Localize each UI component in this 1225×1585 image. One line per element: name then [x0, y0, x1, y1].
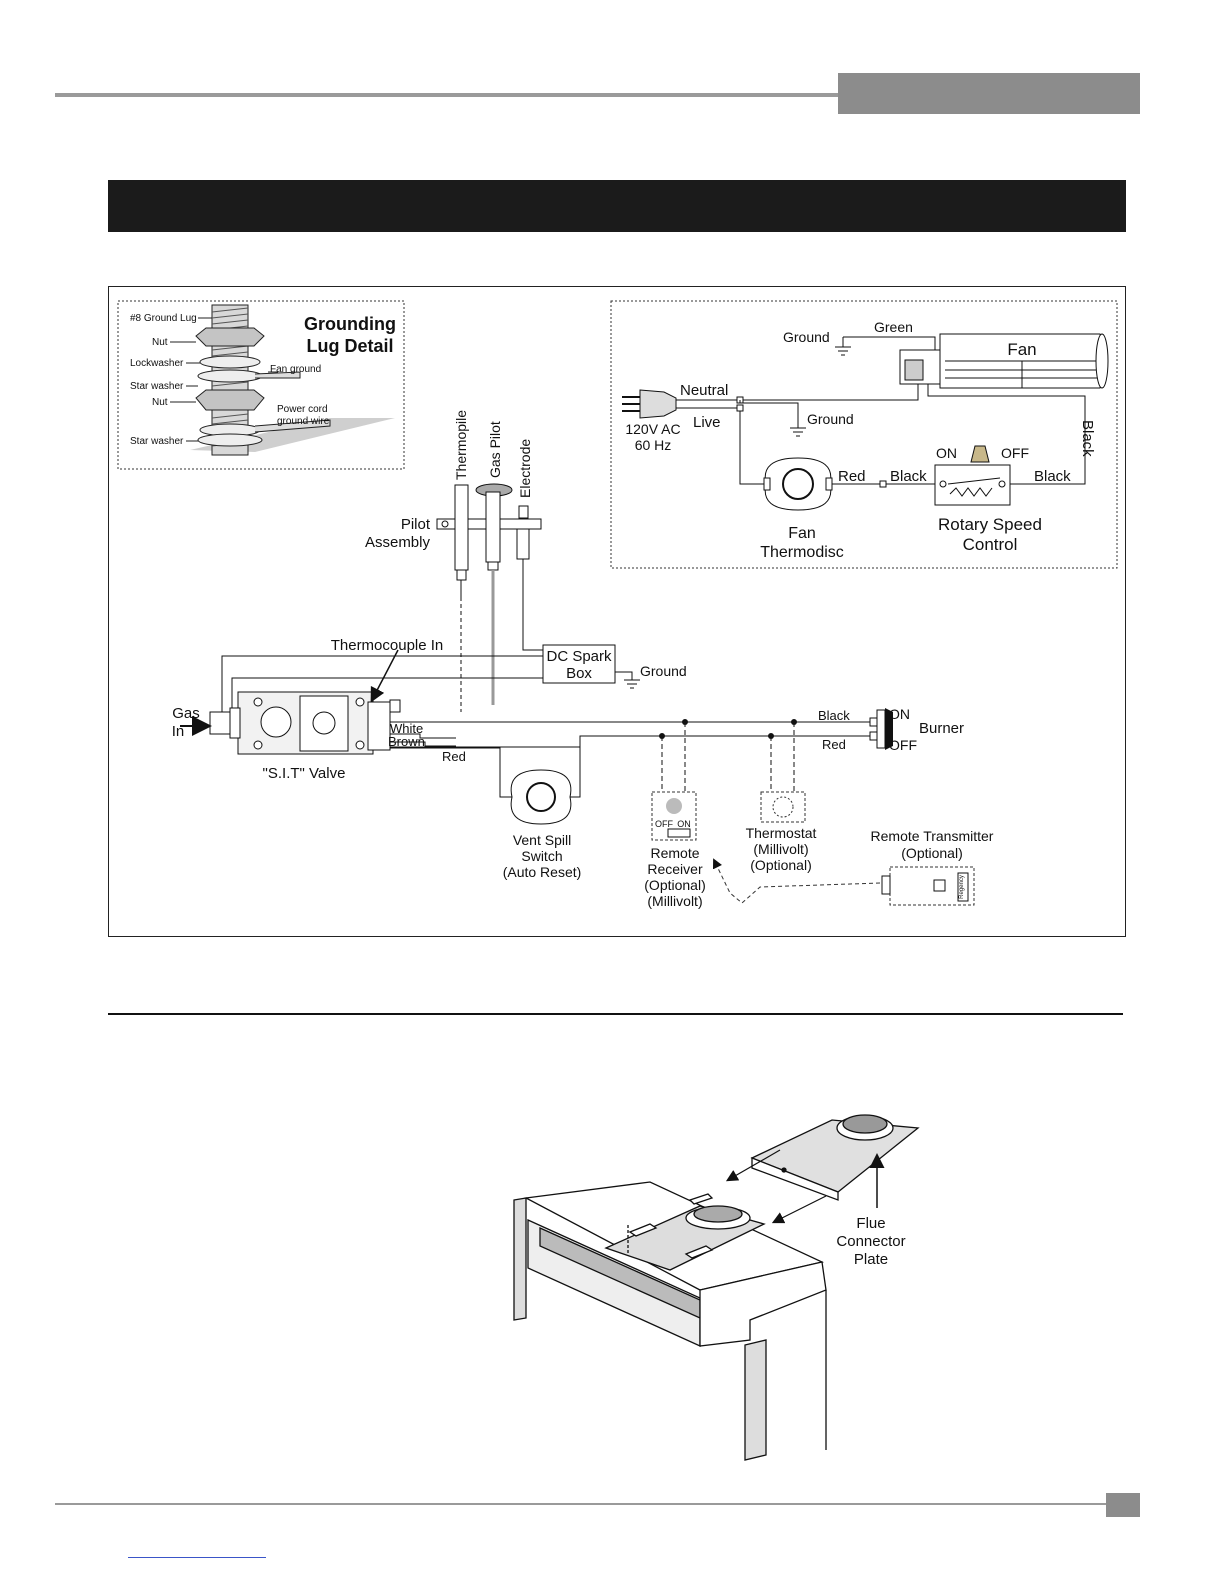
- label-ground-lug: #8 Ground Lug: [130, 313, 197, 324]
- label-neutral: Neutral: [680, 382, 728, 399]
- section-separator: [108, 1013, 1123, 1015]
- thermostat-icon: [760, 791, 806, 823]
- grounding-lug-detail: #8 Ground Lug Nut Lockwasher Fan ground …: [117, 300, 405, 470]
- label-power-cord-1: Power cord: [277, 404, 328, 415]
- fan-icon: [899, 333, 1109, 389]
- label-black-1: Black: [890, 468, 927, 485]
- label-thermocouple-in: Thermocouple In: [331, 637, 444, 654]
- label-thermostat-2: (Millivolt): [753, 841, 808, 857]
- label-lockwasher: Lockwasher: [130, 358, 184, 369]
- label-nut-1: Nut: [152, 337, 168, 348]
- label-star-washer-2: Star washer: [130, 436, 184, 447]
- label-receiver-off: OFF: [655, 819, 673, 829]
- label-burner-off: OFF: [889, 737, 917, 753]
- label-receiver-3: (Optional): [644, 877, 705, 893]
- grounding-lug-title-2: Lug Detail: [306, 336, 393, 356]
- label-off-fan: OFF: [1001, 445, 1029, 461]
- label-black-burner: Black: [818, 708, 850, 723]
- label-gas-2: In: [172, 723, 185, 740]
- footer-link-underline: [128, 1557, 266, 1558]
- footer-rule: [55, 1503, 1108, 1505]
- label-thermodisc-2: Thermodisc: [760, 544, 844, 561]
- label-thermodisc-1: Fan: [788, 525, 816, 542]
- label-red-fan: Red: [838, 468, 866, 485]
- section-title-bar: [108, 180, 1126, 232]
- label-gas-pilot: Gas Pilot: [487, 421, 503, 478]
- label-receiver-1: Remote: [650, 845, 699, 861]
- label-power-cord-2: ground wire: [277, 416, 330, 427]
- rotary-speed-control-icon: [934, 445, 1011, 506]
- label-thermopile: Thermopile: [453, 410, 469, 480]
- label-burner-on: ON: [889, 706, 910, 722]
- label-rotary-1: Rotary Speed: [938, 515, 1042, 534]
- label-pilot-1: Pilot: [401, 516, 431, 533]
- label-transmitter-2: (Optional): [901, 845, 962, 861]
- label-star-washer-1: Star washer: [130, 381, 184, 392]
- fan-thermodisc-icon: [763, 457, 833, 511]
- label-receiver-4: (Millivolt): [647, 893, 702, 909]
- label-flue-2: Connector: [836, 1233, 905, 1250]
- label-red-burner: Red: [822, 737, 846, 752]
- label-nut-2: Nut: [152, 397, 168, 408]
- label-black-vertical: Black: [1079, 420, 1096, 457]
- label-spark-ground: Ground: [640, 663, 687, 679]
- label-gas-1: Gas: [172, 705, 200, 722]
- remote-transmitter-icon: [881, 866, 975, 906]
- label-transmitter-1: Remote Transmitter: [871, 828, 994, 844]
- label-pilot-2: Assembly: [365, 534, 431, 551]
- page-number-tab: [1106, 1493, 1140, 1517]
- valve-wiring: [221, 570, 870, 798]
- label-flue-1: Flue: [856, 1215, 885, 1232]
- label-flue-3: Plate: [854, 1251, 888, 1268]
- label-vent-3: (Auto Reset): [503, 864, 582, 880]
- label-electrode: Electrode: [517, 439, 533, 498]
- flue-connector-illustration: [513, 1114, 920, 1461]
- label-transmitter-brand: Regency: [959, 875, 965, 899]
- label-sit-valve: "S.I.T" Valve: [263, 765, 346, 782]
- label-white: White: [390, 721, 423, 736]
- label-spark-2: Box: [566, 665, 592, 682]
- remote-receiver-icon: [651, 791, 697, 841]
- fan-circuit: Ground Green Fan: [610, 300, 1118, 569]
- label-thermostat-3: (Optional): [750, 857, 811, 873]
- power-plug-icon: [622, 389, 677, 419]
- sit-valve: [209, 691, 401, 755]
- label-red-valve: Red: [442, 749, 466, 764]
- label-receiver-on: ON: [677, 819, 691, 829]
- label-black-2: Black: [1034, 468, 1071, 485]
- label-vent-2: Switch: [521, 848, 562, 864]
- label-power-2: 60 Hz: [635, 437, 672, 453]
- label-fan-ground: Fan ground: [270, 364, 321, 375]
- header-tab: [838, 73, 1140, 114]
- label-fan: Fan: [1007, 340, 1036, 359]
- burner-switch-icon[interactable]: [869, 708, 893, 750]
- label-burner: Burner: [919, 720, 964, 737]
- label-green: Green: [874, 319, 913, 335]
- wiring-diagram-frame: [108, 286, 1126, 937]
- pilot-assembly: Thermopile Gas Pilot Electrode Pilot Ass…: [365, 410, 542, 597]
- label-brown: Brown: [388, 734, 425, 749]
- label-spark-1: DC Spark: [546, 648, 612, 665]
- label-receiver-2: Receiver: [647, 861, 703, 877]
- grounding-lug-title-1: Grounding: [304, 314, 396, 334]
- dc-spark-box: DC Spark Box: [542, 644, 616, 684]
- label-on-fan: ON: [936, 445, 957, 461]
- label-ground-mid: Ground: [807, 411, 854, 427]
- label-vent-1: Vent Spill: [513, 832, 571, 848]
- wire-junctions: [659, 719, 797, 739]
- label-thermostat-1: Thermostat: [746, 825, 817, 841]
- label-ground-top: Ground: [783, 329, 830, 345]
- header-rule: [55, 93, 840, 97]
- label-power-1: 120V AC: [625, 421, 680, 437]
- label-live: Live: [693, 414, 721, 431]
- label-rotary-2: Control: [963, 535, 1018, 554]
- vent-spill-switch-icon: [510, 769, 572, 825]
